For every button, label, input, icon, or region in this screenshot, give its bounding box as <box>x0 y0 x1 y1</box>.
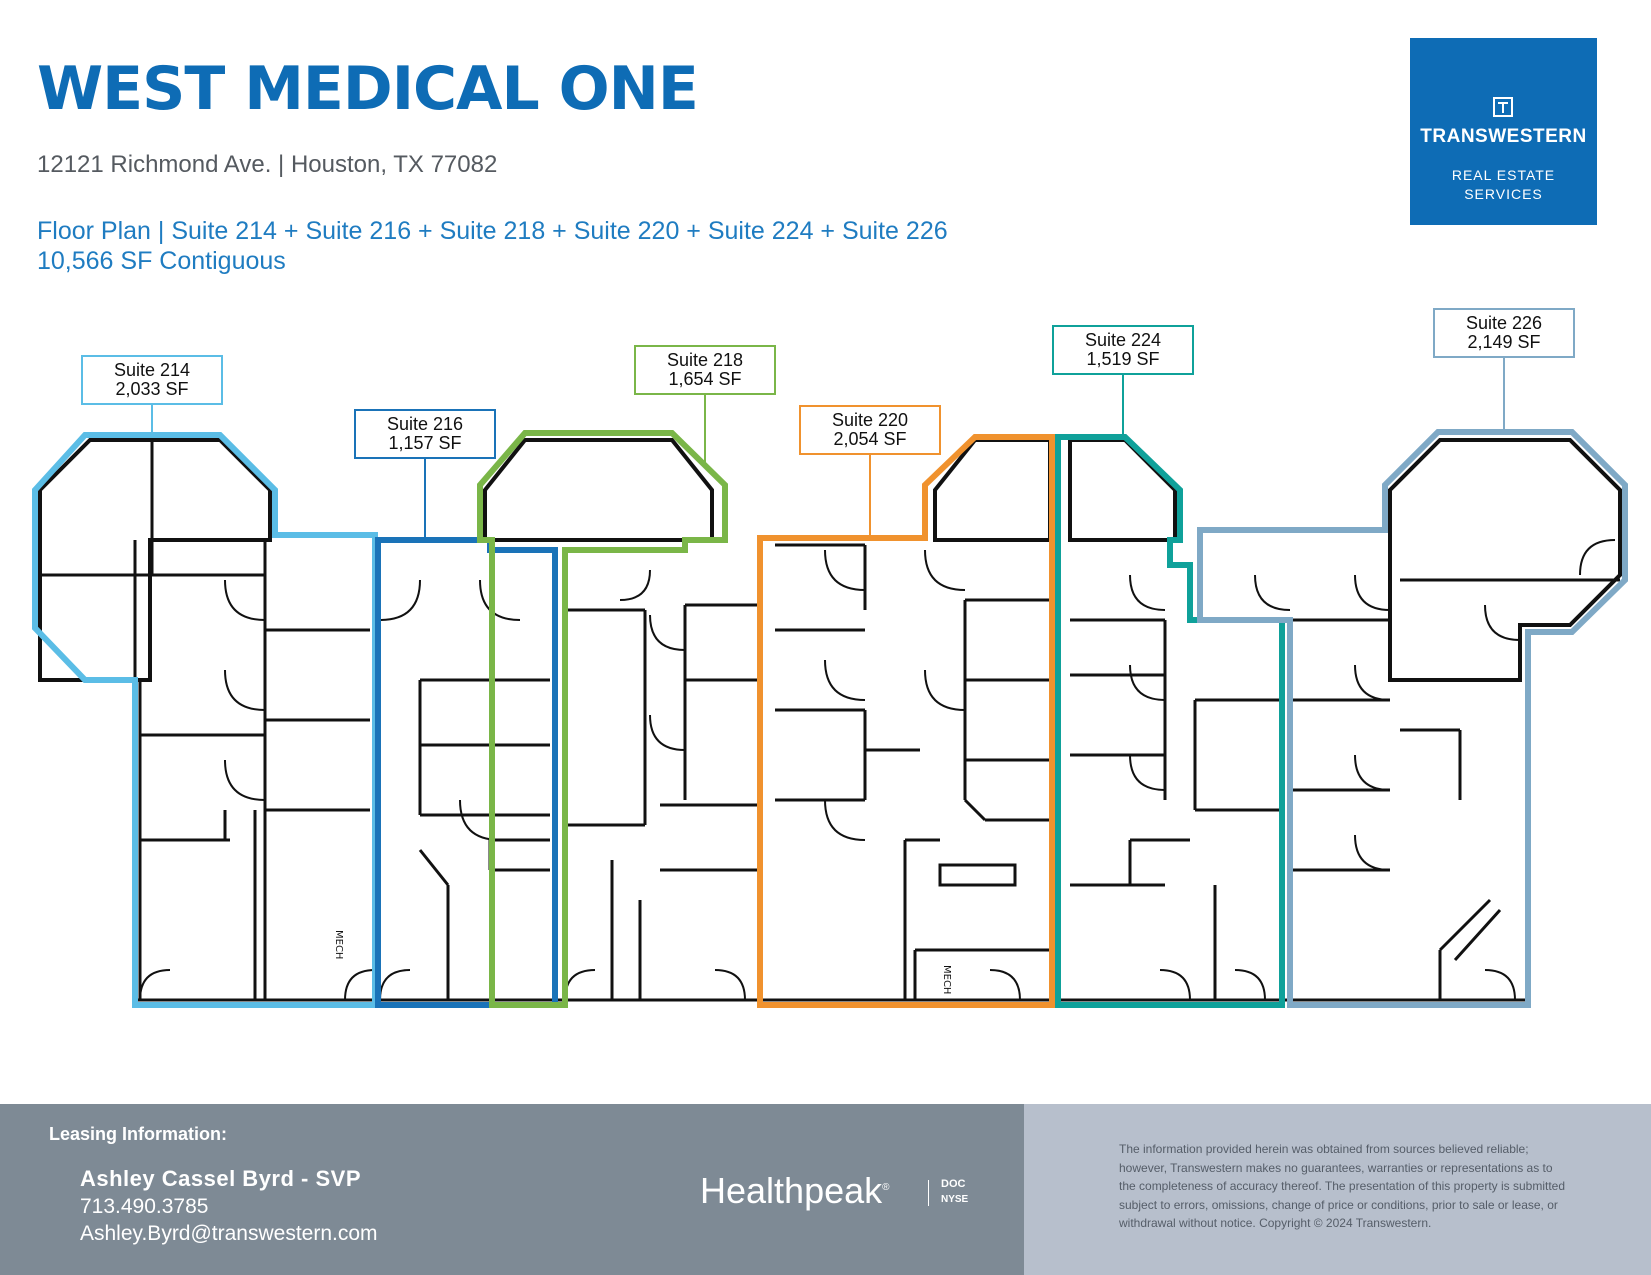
floor-plan-suites-line: Floor Plan | Suite 214 + Suite 216 + Sui… <box>37 217 948 245</box>
suite-224-outline <box>1055 434 1285 1008</box>
suite-label-box <box>634 345 776 395</box>
footer-disclaimer-panel <box>1024 1104 1651 1275</box>
suite-label-box <box>799 405 941 455</box>
suite-216-outline <box>375 537 558 1008</box>
suite-220-outline <box>757 434 1055 1008</box>
contact-name: Ashley Cassel Byrd - SVP <box>80 1166 362 1191</box>
logo-tagline-line-2: SERVICES <box>1464 186 1543 202</box>
suite-label-name: Suite 214 <box>114 360 190 380</box>
transwestern-logo: TRANSWESTERN REAL ESTATE SERVICES <box>1410 38 1597 225</box>
suite-label-box <box>354 409 496 459</box>
suite-218-outline <box>477 430 728 1008</box>
contact-email[interactable]: Ashley.Byrd@transwestern.com <box>80 1222 378 1245</box>
suite-label-name: Suite 218 <box>667 350 743 370</box>
suite-label-box <box>81 355 223 405</box>
logo-tagline: REAL ESTATE SERVICES <box>1410 166 1597 204</box>
contiguous-area-line: 10,566 SF Contiguous <box>37 247 286 275</box>
door-swings <box>139 539 1616 1001</box>
suite-label-area: 2,033 SF <box>115 379 188 399</box>
mech-room-label-2: MECH <box>941 965 952 994</box>
label-leader-lines <box>151 358 1505 540</box>
contact-phone[interactable]: 713.490.3785 <box>80 1195 209 1218</box>
healthpeak-wordmark: Healthpeak <box>700 1170 883 1211</box>
leasing-info-label: Leasing Information: <box>49 1124 228 1144</box>
suite-label-box <box>1052 325 1194 375</box>
suite-label-name: Suite 224 <box>1085 330 1161 350</box>
healthpeak-logo: Healthpeak® <box>700 1170 890 1212</box>
footer-leasing-panel <box>0 1104 1024 1275</box>
logo-tagline-line-1: REAL ESTATE <box>1451 167 1556 183</box>
page-title: WEST MEDICAL ONE <box>37 54 699 124</box>
ticker-exchange: NYSE <box>941 1194 969 1205</box>
suite-226-outline <box>1197 429 1628 1008</box>
suite-label-name: Suite 226 <box>1466 313 1542 333</box>
transwestern-logo-mark-icon <box>1493 97 1513 117</box>
registered-mark: ® <box>882 1182 890 1193</box>
ticker-symbol: DOC <box>941 1178 966 1190</box>
suite-label-name: Suite 216 <box>387 414 463 434</box>
logo-name: TRANSWESTERN <box>1420 126 1587 147</box>
logo-divider <box>928 1180 929 1206</box>
suite-label-area: 1,157 SF <box>388 433 461 453</box>
suite-label-area: 1,654 SF <box>668 369 741 389</box>
mech-room-label-1: MECH <box>333 930 344 959</box>
suite-label-name: Suite 220 <box>832 410 908 430</box>
suite-label-area: 2,054 SF <box>833 429 906 449</box>
suite-label-box <box>1433 308 1575 358</box>
suite-label-area: 1,519 SF <box>1086 349 1159 369</box>
disclaimer-text: The information provided herein was obta… <box>1119 1142 1566 1231</box>
property-address: 12121 Richmond Ave. | Houston, TX 77082 <box>37 151 498 178</box>
suite-label-area: 2,149 SF <box>1467 332 1540 352</box>
